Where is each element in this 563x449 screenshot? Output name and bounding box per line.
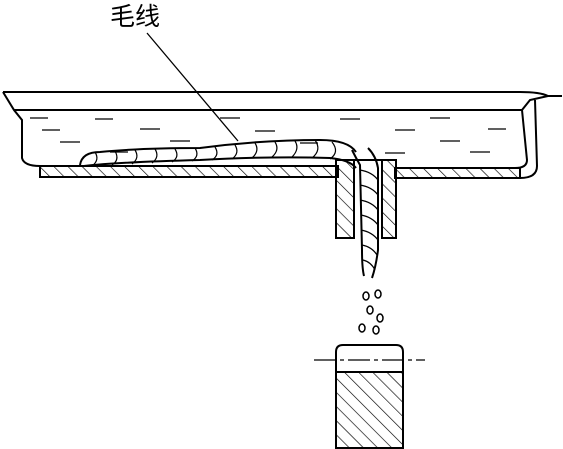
oil-drops xyxy=(358,289,384,335)
feed-tube-right-wall xyxy=(381,159,397,239)
wick-label: 毛线 xyxy=(110,2,160,31)
pan-bottom-left xyxy=(39,165,339,178)
wick-in-pan xyxy=(79,138,357,169)
receiving-part-section xyxy=(335,371,404,449)
wick-leader-line xyxy=(146,32,239,142)
pan-bottom-right xyxy=(394,167,521,179)
oil-surface-dashes xyxy=(30,117,506,154)
feed-tube xyxy=(335,159,397,239)
feed-tube-left-wall xyxy=(335,159,355,239)
wick-hanging xyxy=(351,147,379,279)
receiving-part xyxy=(314,344,425,449)
oil-reservoir xyxy=(2,91,562,179)
